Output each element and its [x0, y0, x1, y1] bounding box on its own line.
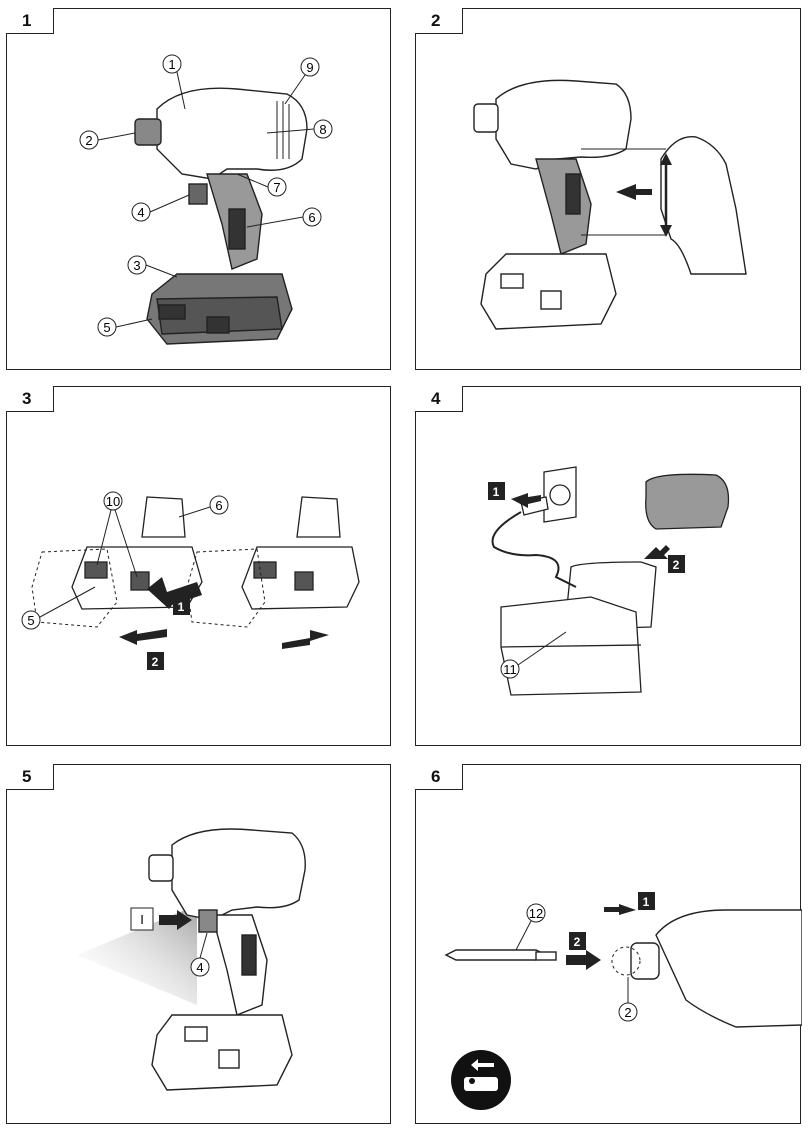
panel-number: 3	[22, 389, 32, 408]
step-box-2: 2	[574, 935, 581, 949]
panel-6: 6 1 2 12 2	[415, 764, 802, 1124]
callout-7: 7	[273, 180, 280, 195]
step-box-I: I	[140, 912, 144, 927]
callout-9: 9	[306, 60, 313, 75]
panel-5: 5 I 4	[6, 764, 391, 1124]
panel-number: 5	[22, 767, 32, 786]
bit-insertion-illustration: 1 2 12 2	[444, 892, 802, 1110]
step-box-1: 1	[493, 485, 500, 499]
step-box-1: 1	[178, 600, 185, 614]
step-box-2: 2	[673, 558, 680, 572]
light-illustration: I 4	[77, 828, 306, 1091]
callout-12: 12	[529, 906, 543, 921]
maintenance-icon	[451, 1050, 511, 1110]
panel-number-tab: 1	[6, 8, 54, 34]
panel-number: 2	[431, 11, 441, 30]
callout-6: 6	[308, 210, 315, 225]
panel-1: 1 1	[6, 8, 391, 370]
panel-number: 6	[431, 767, 441, 786]
callout-5: 5	[27, 613, 34, 628]
step-box-2: 2	[152, 655, 159, 669]
callout-4: 4	[137, 205, 144, 220]
callout-11: 11	[503, 662, 517, 677]
grip-hand-illustration	[473, 79, 747, 330]
panel-number-tab: 4	[415, 386, 463, 412]
callout-3: 3	[133, 258, 140, 273]
battery-removal-illustration: 10 6 5 1 2	[21, 491, 360, 670]
callout-2: 2	[624, 1005, 631, 1020]
callout-8: 8	[319, 122, 326, 137]
panel-2: 2	[415, 8, 801, 370]
panel-number-tab: 6	[415, 764, 463, 790]
panel-number-tab: 5	[6, 764, 54, 790]
panel-4: 4 1 2 11	[415, 386, 801, 746]
panel-number: 1	[22, 11, 32, 30]
panel-number-tab: 2	[415, 8, 463, 34]
charging-illustration: 1 2 11	[488, 466, 730, 696]
callout-2: 2	[85, 133, 92, 148]
callout-1: 1	[168, 57, 175, 72]
impact-driver-parts-illustration: 1 2 3 4 5 6 7 8 9	[79, 54, 333, 345]
callout-4: 4	[196, 960, 203, 975]
callout-6: 6	[215, 498, 222, 513]
panel-number: 4	[431, 389, 441, 408]
callout-10: 10	[106, 494, 120, 509]
panel-number-tab: 3	[6, 386, 54, 412]
panel-3: 3 10 6 5 1	[6, 386, 391, 746]
step-box-1: 1	[643, 895, 650, 909]
callout-5: 5	[103, 320, 110, 335]
